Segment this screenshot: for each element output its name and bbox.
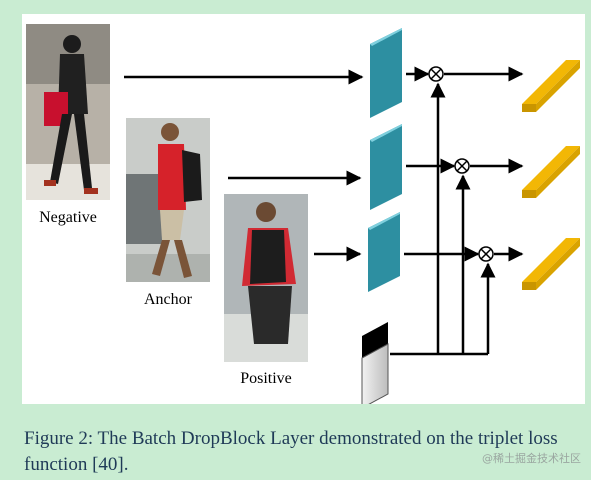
- positive-label: Positive: [240, 370, 292, 387]
- output-bar-negative: [522, 60, 580, 112]
- watermark: @稀土掘金技术社区: [482, 452, 581, 465]
- feature-block-anchor: [370, 124, 402, 210]
- negative-photo: [26, 24, 110, 200]
- multiply-icon-positive: [478, 246, 494, 262]
- anchor-label: Anchor: [144, 291, 193, 308]
- batch-dropblock-diagram: Negative Anchor Positive: [26, 24, 580, 404]
- output-bar-anchor: [522, 146, 580, 198]
- figure-caption: Figure 2: The Batch DropBlock Layer demo…: [24, 428, 558, 475]
- positive-photo: [224, 194, 308, 362]
- multiply-icon-anchor: [454, 158, 470, 174]
- output-bar-positive: [522, 238, 580, 290]
- figure-panel: Negative Anchor Positive: [22, 14, 585, 404]
- anchor-photo: [126, 118, 210, 282]
- feature-block-negative: [370, 28, 402, 118]
- multiply-icon-negative: [428, 66, 444, 82]
- dropblock-mask: [361, 322, 389, 404]
- negative-label: Negative: [39, 209, 97, 226]
- feature-block-positive: [368, 212, 400, 292]
